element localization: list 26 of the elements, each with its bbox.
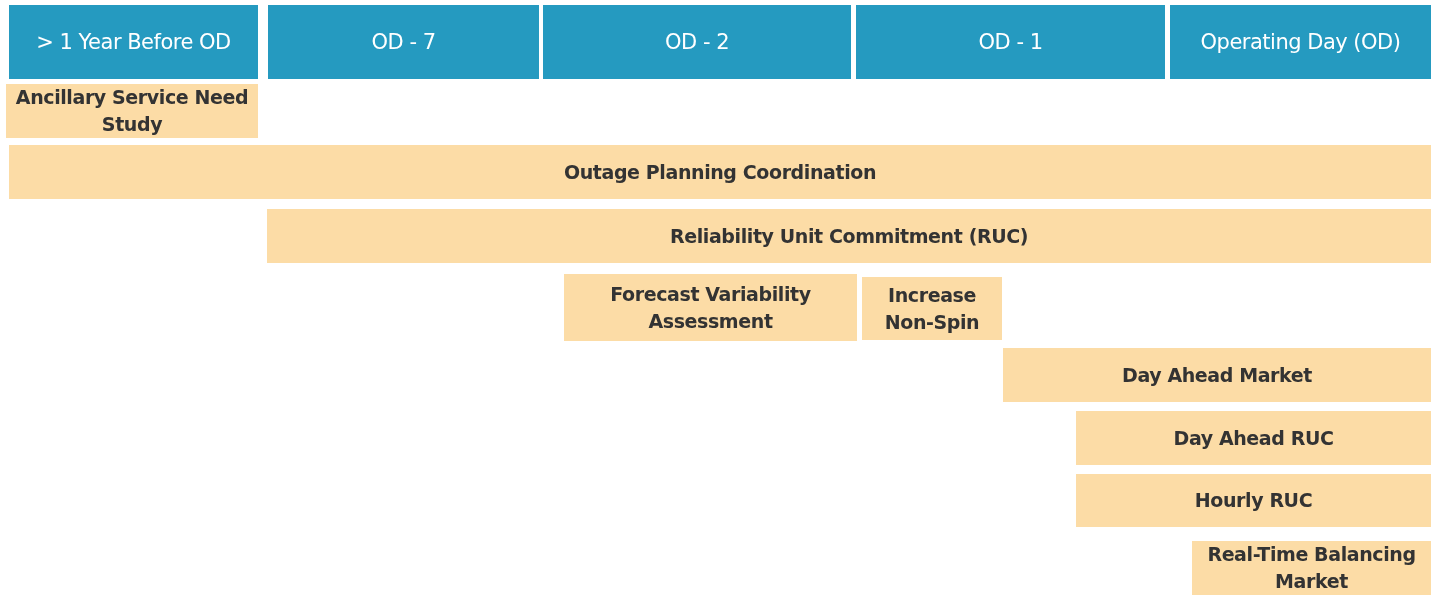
activity-bar [862,277,1002,340]
period-header [1170,5,1431,79]
period-label: Operating Day (OD) [1200,30,1401,54]
activity-label: Forecast Variability Assessment [609,281,812,334]
period-header [268,5,539,79]
activity-label: Reliability Unit Commitment (RUC) [670,223,1028,249]
activity-bar [1003,348,1431,402]
activity-bar [9,145,1431,199]
period-header [543,5,851,79]
activity-bar [1076,474,1431,527]
period-label: OD - 2 [665,30,729,54]
activity-bar [564,274,857,341]
activity-label: Day Ahead RUC [1173,425,1334,451]
period-label: OD - 1 [978,30,1043,54]
activity-label: Outage Planning Coordination [563,159,877,185]
period-header [9,5,258,79]
activity-label: Increase Non-Spin [883,282,981,335]
period-label: OD - 7 [371,30,436,54]
activity-label: Hourly RUC [1194,488,1313,514]
period-header [856,5,1165,79]
period-label: > 1 Year Before OD [36,30,231,54]
activity-bar [1076,411,1431,465]
activity-label: Ancillary Service Need Study [14,85,250,137]
activity-label: Real-Time Balancing Market [1206,542,1417,594]
activity-label: Day Ahead Market [1122,362,1312,388]
activity-bar [267,209,1431,263]
